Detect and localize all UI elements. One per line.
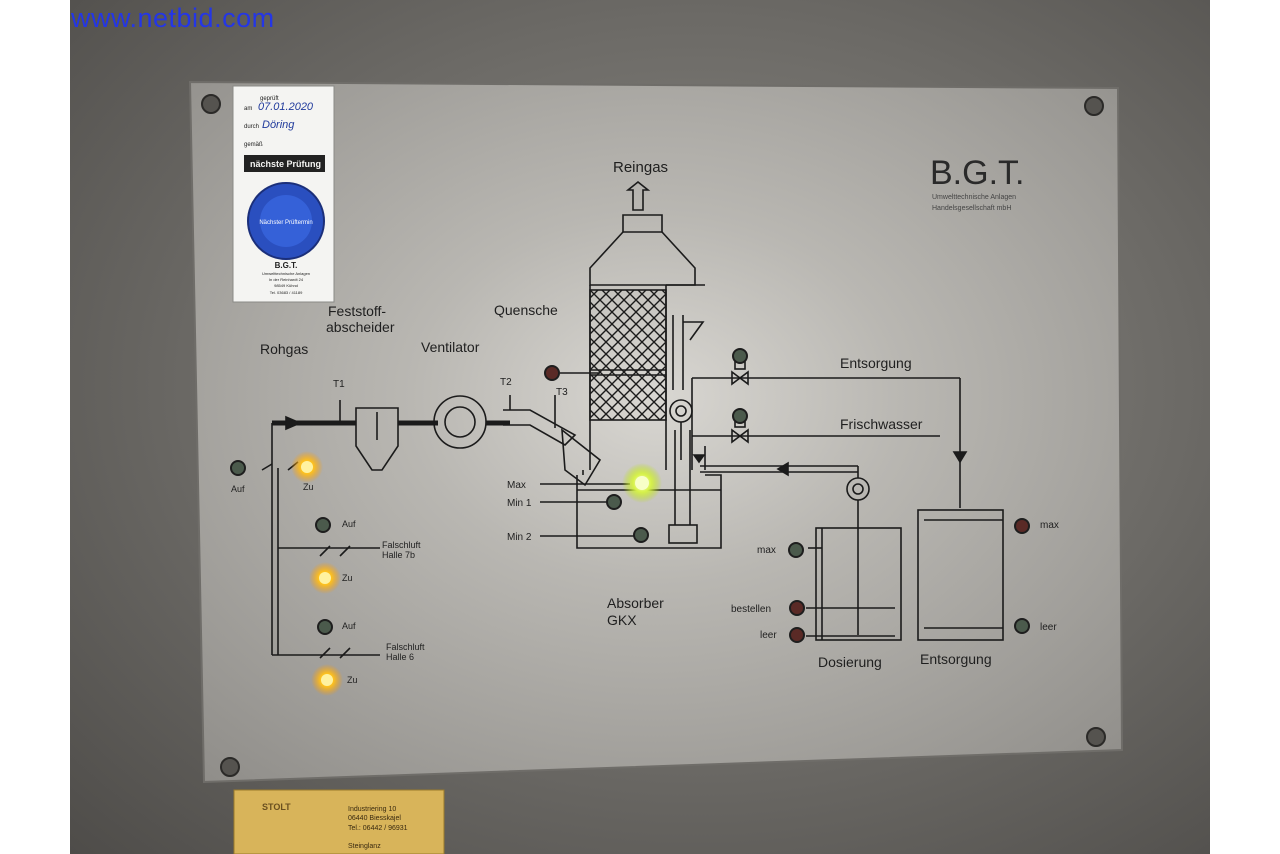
svg-text:Absorber: Absorber xyxy=(607,595,664,611)
svg-text:Entsorgung: Entsorgung xyxy=(920,651,992,667)
lamp-dosierung-bestellen xyxy=(789,600,805,616)
svg-text:max: max xyxy=(757,545,776,556)
svg-text:STOLT: STOLT xyxy=(262,802,291,812)
svg-text:Auf: Auf xyxy=(231,484,245,494)
lamp-rohgas-auf xyxy=(230,460,246,476)
brand-logo: B.G.T. Umwelttechnische Anlagen Handelsg… xyxy=(930,154,1024,212)
indicator-lamps-on xyxy=(291,451,662,696)
lamp-max xyxy=(635,476,649,490)
svg-text:Zu: Zu xyxy=(347,675,358,685)
svg-text:Halle 6: Halle 6 xyxy=(386,652,414,662)
svg-text:Min 1: Min 1 xyxy=(507,498,532,509)
inspection-sticker: geprüft am 07.01.2020 durch Döring gemäß… xyxy=(232,85,335,303)
svg-text:Quensche: Quensche xyxy=(494,302,558,318)
svg-text:Döring: Döring xyxy=(262,119,295,131)
lamp-frischwasser-valve xyxy=(732,408,748,424)
svg-text:Handelsgesellschaft mbH: Handelsgesellschaft mbH xyxy=(932,205,1011,212)
svg-text:Falschluft: Falschluft xyxy=(382,540,421,550)
lamp-min2 xyxy=(633,527,649,543)
svg-text:Auf: Auf xyxy=(342,621,356,631)
svg-text:Rohgas: Rohgas xyxy=(260,341,308,357)
lamp-halle7b-auf xyxy=(315,517,331,533)
svg-text:Reingas: Reingas xyxy=(613,159,668,176)
svg-text:Industriering 10: Industriering 10 xyxy=(348,806,396,813)
svg-text:Tel.: 06442 / 96931: Tel.: 06442 / 96931 xyxy=(348,825,408,832)
svg-text:Zu: Zu xyxy=(342,573,353,583)
lamp-halle6-zu xyxy=(321,674,333,686)
lamp-dosierung-max xyxy=(788,542,804,558)
watermark: www.netbid.com xyxy=(71,3,275,33)
svg-text:leer: leer xyxy=(760,630,777,641)
svg-text:Nächster Prüftermin: Nächster Prüftermin xyxy=(259,220,312,226)
svg-text:Feststoff-: Feststoff- xyxy=(328,303,386,319)
svg-text:leer: leer xyxy=(1040,622,1057,633)
svg-text:Halle 7b: Halle 7b xyxy=(382,550,415,560)
svg-text:Auf: Auf xyxy=(342,519,356,529)
svg-text:Min 2: Min 2 xyxy=(507,532,532,543)
svg-text:Entsorgung: Entsorgung xyxy=(840,355,912,371)
lamp-entsorgung-valve xyxy=(732,348,748,364)
svg-text:B.G.T.: B.G.T. xyxy=(275,261,298,270)
svg-text:Max: Max xyxy=(507,480,526,491)
svg-text:B.G.T.: B.G.T. xyxy=(930,154,1024,192)
bottom-label: STOLT Industriering 10 06440 Biesskajel … xyxy=(233,789,445,854)
lamp-halle6-auf xyxy=(317,619,333,635)
svg-text:Umwelttechnische Anlagen: Umwelttechnische Anlagen xyxy=(262,271,310,276)
svg-text:Steinglanz: Steinglanz xyxy=(348,843,381,850)
svg-text:max: max xyxy=(1040,520,1059,531)
svg-text:Ventilator: Ventilator xyxy=(421,339,480,355)
svg-text:nächste Prüfung: nächste Prüfung xyxy=(250,159,321,169)
svg-text:am: am xyxy=(244,106,252,112)
svg-text:06440 Biesskajel: 06440 Biesskajel xyxy=(348,815,401,822)
panel-plate xyxy=(188,80,1124,784)
svg-text:geprüft: geprüft xyxy=(260,96,279,102)
lamp-halle7b-zu xyxy=(319,572,331,584)
svg-text:Umwelttechnische Anlagen: Umwelttechnische Anlagen xyxy=(932,194,1016,201)
svg-text:In der Reinhardt 24: In der Reinhardt 24 xyxy=(269,277,304,282)
svg-text:durch: durch xyxy=(244,124,259,130)
svg-text:Tel. 03683 / 41189: Tel. 03683 / 41189 xyxy=(270,290,303,295)
lamp-entsorgung-leer xyxy=(1014,618,1030,634)
svg-text:bestellen: bestellen xyxy=(731,604,771,615)
svg-text:T1: T1 xyxy=(333,379,345,390)
diagram-labels: Reingas Feststoff- abscheider Quensche R… xyxy=(231,159,1059,685)
svg-text:07.01.2020: 07.01.2020 xyxy=(258,101,314,113)
svg-text:T2: T2 xyxy=(500,377,512,388)
svg-text:Falschluft: Falschluft xyxy=(386,642,425,652)
indicator-lamps-off xyxy=(230,348,1030,643)
svg-text:GKX: GKX xyxy=(607,612,637,628)
lamp-min1 xyxy=(606,494,622,510)
svg-text:Zu: Zu xyxy=(303,482,314,492)
process-schematic xyxy=(261,180,1004,659)
svg-text:T3: T3 xyxy=(556,387,568,398)
svg-text:Dosierung: Dosierung xyxy=(818,654,882,670)
lamp-dosierung-leer xyxy=(789,627,805,643)
svg-text:98549 Kühnd: 98549 Kühnd xyxy=(274,283,298,288)
lamp-rohgas-zu xyxy=(301,461,313,473)
lamp-t3 xyxy=(544,365,560,381)
lamp-entsorgung-max xyxy=(1014,518,1030,534)
svg-text:abscheider: abscheider xyxy=(326,319,395,335)
panel-screws xyxy=(201,94,1106,777)
svg-text:gemäß: gemäß xyxy=(244,142,263,148)
svg-text:Frischwasser: Frischwasser xyxy=(840,416,923,432)
